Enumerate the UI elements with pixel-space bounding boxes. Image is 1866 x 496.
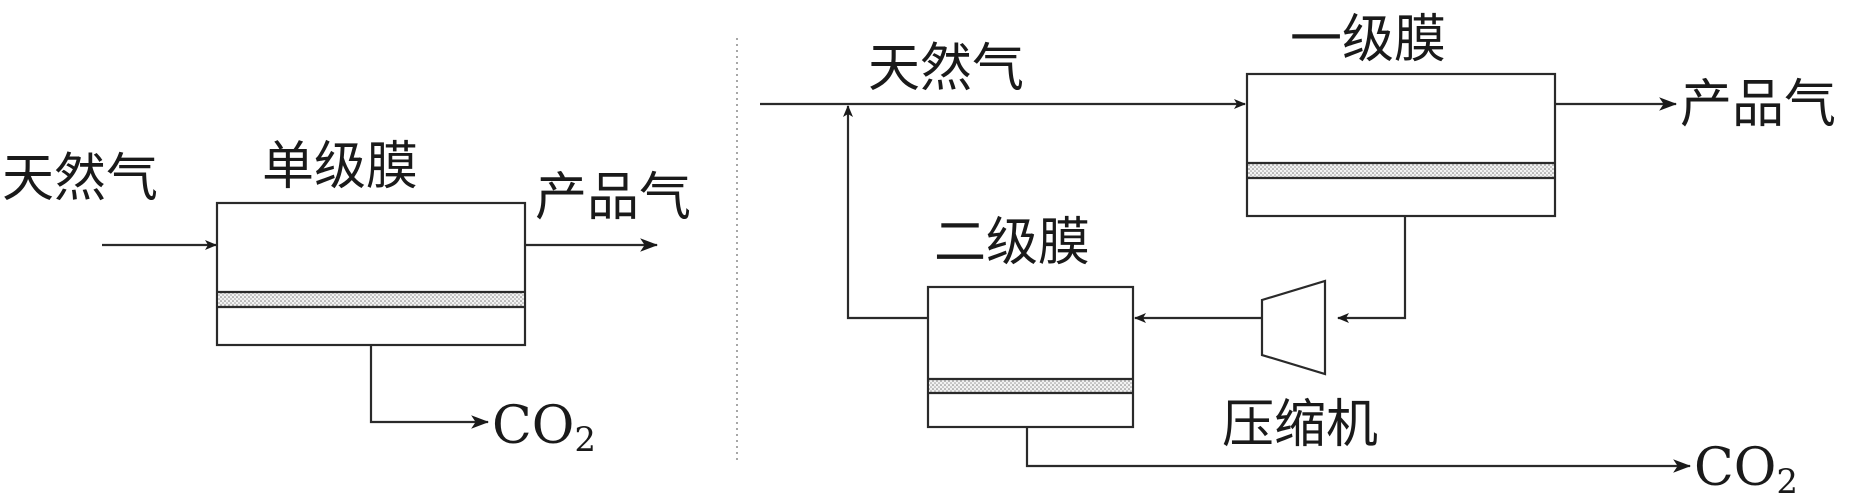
single-membrane-unit bbox=[215, 201, 527, 347]
right-co2-base: CO bbox=[1694, 438, 1776, 496]
stage1-membrane-unit bbox=[1245, 72, 1557, 218]
left-permeate-arrow bbox=[369, 345, 490, 429]
stage2-membrane-label: 二级膜 bbox=[934, 213, 1090, 273]
stage1-permeate-line bbox=[1337, 216, 1407, 323]
right-co2-sub: 2 bbox=[1776, 462, 1798, 496]
recycle-arrow bbox=[843, 105, 928, 320]
single-stage-panel: 天然气 单级膜 产品气 CO2 bbox=[2, 137, 691, 460]
single-membrane-box bbox=[215, 201, 527, 347]
stage2-membrane-layer bbox=[927, 378, 1134, 394]
compressor-label: 压缩机 bbox=[1222, 395, 1378, 455]
right-input-label: 天然气 bbox=[868, 39, 1024, 99]
left-co2-label: CO2 bbox=[492, 396, 596, 460]
left-co2-sub: 2 bbox=[574, 420, 596, 460]
two-stage-panel: 天然气 一级膜 产品气 压缩机 二级膜 bbox=[760, 10, 1836, 496]
stage2-membrane-unit bbox=[926, 285, 1135, 429]
right-co2-label: CO2 bbox=[1694, 438, 1798, 496]
right-permeate-arrow bbox=[1025, 427, 1692, 473]
stage1-membrane-label: 一级膜 bbox=[1290, 10, 1446, 70]
stage1-membrane-box bbox=[1245, 72, 1557, 218]
right-output-label: 产品气 bbox=[1680, 75, 1836, 135]
stage1-membrane-layer bbox=[1246, 162, 1556, 179]
left-input-label: 天然气 bbox=[2, 149, 158, 209]
left-output-label: 产品气 bbox=[535, 168, 691, 228]
stage2-membrane-box bbox=[926, 285, 1135, 429]
left-co2-base: CO bbox=[492, 396, 574, 456]
single-membrane-layer bbox=[216, 291, 526, 308]
compressor-icon bbox=[1260, 279, 1327, 376]
single-membrane-label: 单级膜 bbox=[262, 137, 418, 197]
